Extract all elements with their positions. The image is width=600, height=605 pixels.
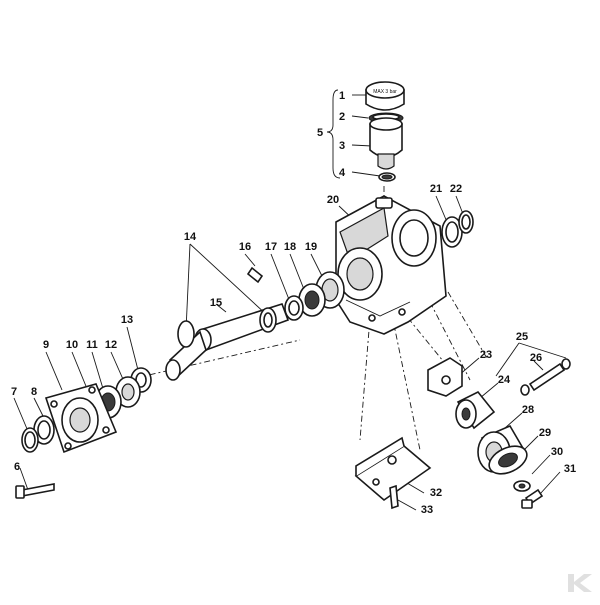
filler-cap[interactable]: MAX 3 bar [365, 81, 405, 111]
bearing-cover-9[interactable] [44, 383, 118, 454]
bolt-6[interactable] [15, 483, 55, 499]
callout-19[interactable]: 19 [305, 241, 317, 253]
circlip-7[interactable] [21, 427, 39, 453]
callout-4[interactable]: 4 [339, 167, 346, 179]
bracket-23[interactable] [427, 357, 463, 397]
callout-13[interactable]: 13 [121, 314, 133, 326]
side-cover-ring[interactable] [441, 216, 463, 248]
bolt-33[interactable] [389, 484, 399, 510]
screw-31[interactable] [521, 488, 544, 509]
leader-lines [13, 89, 567, 511]
callout-9[interactable]: 9 [43, 339, 49, 351]
callout-16[interactable]: 16 [239, 241, 251, 253]
callout-17[interactable]: 17 [265, 241, 277, 253]
gearbox-housing[interactable] [335, 195, 447, 335]
cap-marking: MAX 3 bar [373, 89, 397, 95]
callout-14[interactable]: 14 [184, 231, 197, 243]
callout-20[interactable]: 20 [327, 194, 339, 206]
callout-22[interactable]: 22 [450, 183, 462, 195]
callout-21[interactable]: 21 [430, 183, 442, 195]
callout-3[interactable]: 3 [339, 140, 345, 152]
callout-23[interactable]: 23 [480, 349, 492, 361]
bearing-12[interactable] [115, 376, 141, 408]
callout-8[interactable]: 8 [31, 386, 37, 398]
shaft-ring-14a[interactable] [177, 320, 195, 348]
callout-7[interactable]: 7 [11, 386, 17, 398]
callout-32[interactable]: 32 [430, 487, 442, 499]
callout-30[interactable]: 30 [551, 446, 563, 458]
bearing-18[interactable] [298, 283, 326, 317]
washer-30[interactable] [513, 480, 531, 492]
spacer-17[interactable] [284, 295, 304, 321]
filler-cap-assembly: MAX 3 bar [365, 81, 405, 182]
callout-12[interactable]: 12 [105, 339, 117, 351]
callout-10[interactable]: 10 [66, 339, 78, 351]
callout-11[interactable]: 11 [86, 339, 98, 351]
callout-5[interactable]: 5 [317, 127, 323, 139]
callout-1[interactable]: 1 [339, 90, 345, 102]
filler-o-ring[interactable] [378, 172, 396, 182]
ring-25a[interactable] [520, 384, 530, 396]
seal-ring-8[interactable] [33, 415, 55, 445]
callout-24[interactable]: 24 [498, 374, 511, 386]
callout-labels: 1 2 3 4 5 6 7 8 9 10 11 12 13 14 15 16 1… [11, 90, 576, 516]
callout-25[interactable]: 25 [516, 331, 528, 343]
callout-6[interactable]: 6 [14, 461, 20, 473]
brand-logo [568, 574, 592, 592]
callout-2[interactable]: 2 [339, 111, 345, 123]
coupling-24[interactable] [455, 390, 496, 430]
callout-15[interactable]: 15 [210, 297, 222, 309]
callout-33[interactable]: 33 [421, 504, 433, 516]
ring-25b[interactable] [561, 358, 571, 370]
shaft-ring-14b[interactable] [259, 307, 277, 333]
callout-31[interactable]: 31 [564, 463, 576, 475]
gasket-29[interactable] [485, 441, 531, 480]
side-circlip[interactable] [458, 210, 474, 234]
filler-strainer[interactable] [369, 117, 403, 170]
mounting-bracket-32[interactable] [354, 436, 432, 502]
callout-18[interactable]: 18 [284, 241, 296, 253]
callout-28[interactable]: 28 [522, 404, 534, 416]
key-16[interactable] [246, 266, 264, 284]
callout-29[interactable]: 29 [539, 427, 551, 439]
pin-26[interactable] [528, 362, 566, 392]
callout-26[interactable]: 26 [530, 352, 542, 364]
